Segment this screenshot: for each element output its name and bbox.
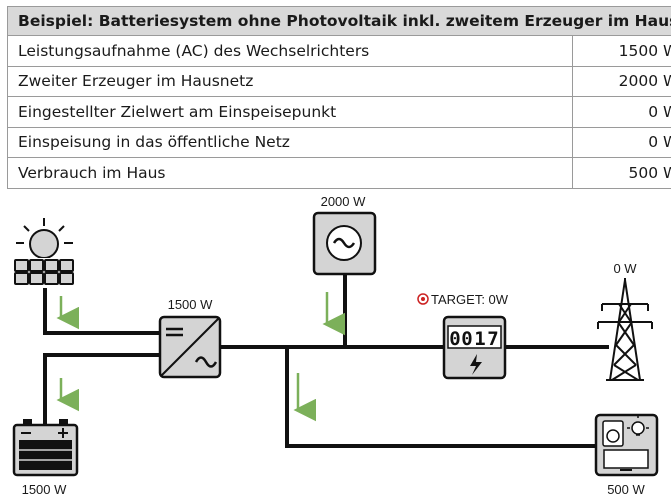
row-label: Verbrauch im Haus [6,157,574,189]
power-tower-icon [597,278,653,381]
tv-icon [603,449,649,469]
table-row: Einspeisung in das öffentliche Netz 0 W [6,126,671,158]
inverter-power-label: 1500 W [168,297,214,312]
meter-target-label: TARGET: 0W [431,292,509,307]
row-label: Einspeisung in das öffentliche Netz [6,126,574,158]
example-table: Beispiel: Batteriesystem ohne Photovolta… [6,6,671,189]
table-row: Verbrauch im Haus 500 W [6,157,671,189]
row-label: Eingestellter Zielwert am Einspeisepunkt [6,96,574,128]
row-value: 1500 W [572,35,671,67]
table-row: Zweiter Erzeuger im Hausnetz 2000 W [6,65,671,97]
battery-power-label: 1500 W [22,482,68,497]
table-row: Leistungsaufnahme (AC) des Wechselrichte… [6,35,671,67]
flow-arrows [56,292,345,422]
row-value: 500 W [572,157,671,189]
battery-icon [12,419,79,477]
solar-panel-icon [14,218,74,288]
household-consumer-icon [594,413,659,477]
row-label: Zweiter Erzeuger im Hausnetz [6,65,574,97]
target-marker: TARGET: 0W [417,292,509,307]
meter-digit: 1 [474,328,485,350]
target-icon [417,293,429,305]
table-header-row: Beispiel: Batteriesystem ohne Photovolta… [6,6,671,36]
inverter-icon [158,315,222,379]
meter-digit: 0 [461,328,472,350]
lightbulb-icon [631,421,645,435]
row-value: 2000 W [572,65,671,97]
consumption-power-label: 500 W [607,482,645,497]
generator-icon [312,211,377,276]
wiring [43,273,609,448]
row-value: 0 W [572,126,671,158]
row-label: Leistungsaufnahme (AC) des Wechselrichte… [6,35,574,67]
row-value: 0 W [572,96,671,128]
meter-digit: 0 [449,328,460,350]
generator-power-label: 2000 W [321,194,367,209]
grid-power-label: 0 W [613,261,637,276]
lightning-icon [470,354,482,375]
meter-digit: 7 [487,328,498,350]
table-row: Eingestellter Zielwert am Einspeisepunkt… [6,96,671,128]
table-title: Beispiel: Batteriesystem ohne Photovolta… [6,6,671,36]
meter-icon: 0 0 1 7 [442,315,507,380]
